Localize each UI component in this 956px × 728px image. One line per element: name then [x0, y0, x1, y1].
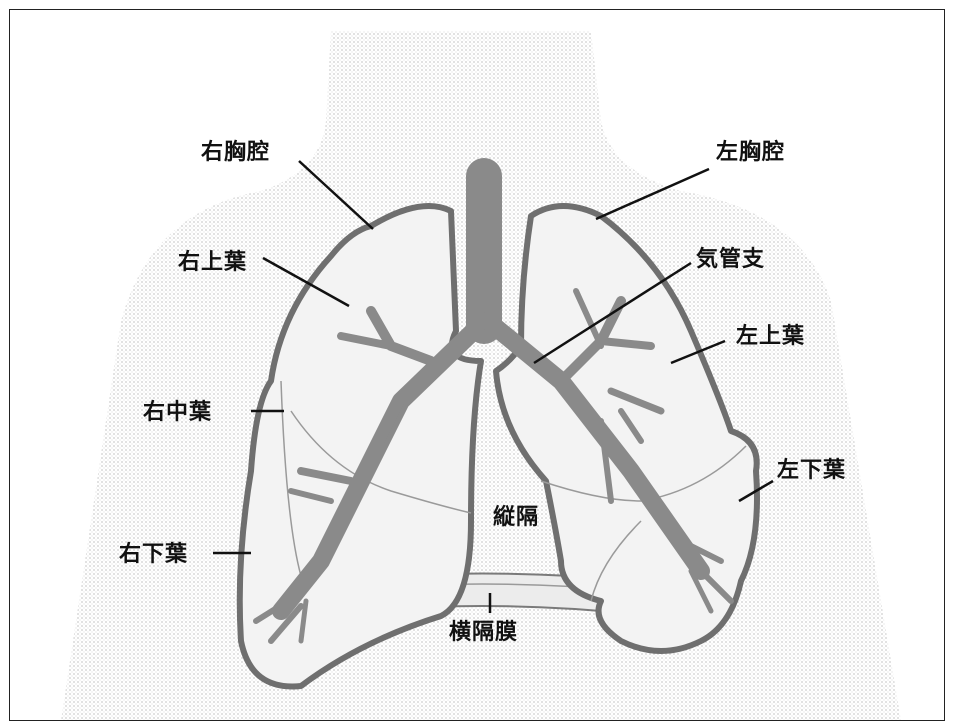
label-left-upper-lobe: 左上葉 — [736, 323, 805, 349]
label-mediastinum: 縦隔 — [493, 505, 539, 530]
label-bronchus: 気管支 — [696, 246, 765, 272]
diagram-frame: 右胸腔 左胸腔 右上葉 気管支 左上葉 右中葉 左下葉 縦隔 右下葉 横隔膜 — [9, 9, 945, 721]
label-left-pleural-cavity: 左胸腔 — [716, 139, 785, 165]
label-right-pleural-cavity: 右胸腔 — [201, 139, 270, 165]
label-right-lower-lobe: 右下葉 — [119, 542, 188, 567]
label-left-lower-lobe: 左下葉 — [777, 457, 846, 483]
label-diaphragm: 横隔膜 — [449, 620, 518, 645]
label-right-upper-lobe: 右上葉 — [178, 250, 247, 275]
label-right-middle-lobe: 右中葉 — [143, 400, 212, 425]
lung-diagram: 右胸腔 左胸腔 右上葉 気管支 左上葉 右中葉 左下葉 縦隔 右下葉 横隔膜 — [10, 10, 945, 721]
